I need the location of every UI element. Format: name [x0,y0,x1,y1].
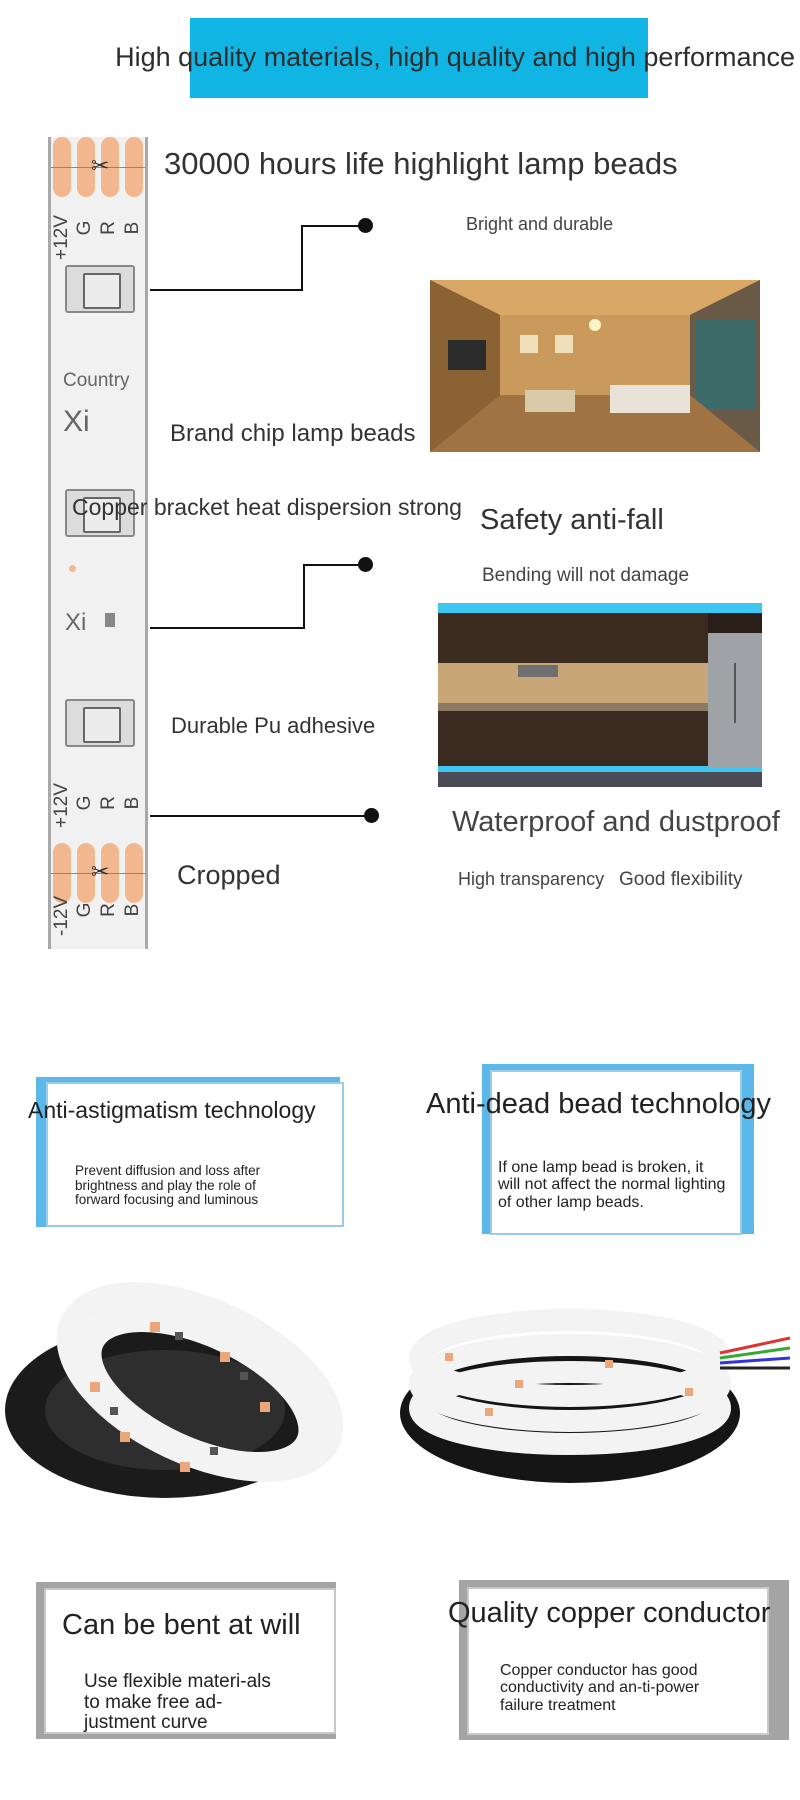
pin-label: G [74,902,95,918]
feature-bending: Bending will not damage [482,565,690,586]
brand-mark: Xi [65,609,87,636]
connector-dot [364,808,379,823]
card-body: Copper conductor has good conductivity a… [500,1662,700,1714]
feature-transparency: High transparency [458,869,605,889]
pin-label: R [98,221,119,235]
card-body: Use flexible materi-als to make free ad-… [84,1671,271,1734]
bedroom-illustration [430,280,760,452]
scissors-icon: ✂ [91,859,110,884]
pin-label: R [98,903,119,917]
kitchen-photo [438,603,762,787]
led-chip [65,489,135,537]
brand-mark: Xi [63,405,90,438]
led-reel-image-left [0,1262,375,1507]
feature-cropped: Cropped [177,860,281,890]
page-title: High quality materials, high quality and… [115,42,795,72]
pin-label: G [74,220,95,236]
connector-line [150,289,302,291]
connector-line [301,225,303,291]
card-anti-dead-bead [490,1070,742,1235]
led-reel-image-right [385,1268,800,1503]
connector-line [150,627,304,629]
feature-flexibility: Good flexibility [619,869,743,890]
card-body: If one lamp bead is broken, it will not … [498,1159,726,1211]
card-title: Can be bent at will [62,1609,301,1641]
pin-label: B [122,796,143,810]
pin-label: B [122,903,143,917]
pin-label: B [122,221,143,235]
connector-line [303,564,305,629]
connector-dot [358,218,373,233]
card-anti-astigmatism [46,1082,344,1227]
feature-bright-durable: Bright and durable [466,214,614,234]
header-accent-bar [190,18,648,98]
pin-label: -12V [51,895,72,936]
feature-brand-chip: Brand chip lamp beads [170,420,416,447]
connector-line [303,564,365,566]
feature-safety: Safety anti-fall [480,504,664,536]
feature-lamp-life: 30000 hours life highlight lamp beads [164,146,678,181]
cut-line [51,873,145,874]
feature-waterproof: Waterproof and dustproof [452,806,780,838]
card-title: Anti-astigmatism technology [28,1097,316,1123]
pin-label: R [98,796,119,810]
feature-adhesive: Durable Pu adhesive [171,713,376,738]
reel-illustration [400,1309,791,1483]
connector-dot [358,557,373,572]
pin-label: +12V [51,783,72,828]
led-strip-illustration: ✂ +12V G R B Country Xi Xi +12V G R B ✂ … [48,137,148,949]
scissors-icon: ✂ [91,153,110,178]
card-body: Prevent diffusion and loss after brightn… [75,1163,261,1208]
reel-illustration [5,1282,344,1498]
card-title: Quality copper conductor [448,1597,771,1629]
resistor [105,613,115,627]
card-copper-conductor [467,1587,769,1735]
led-chip [65,699,135,747]
kitchen-illustration [438,603,762,787]
pin-label: G [74,795,95,811]
resistor-dot [69,565,76,572]
card-title: Anti-dead bead technology [426,1088,772,1120]
bedroom-photo [430,280,760,452]
card-bent-at-will [44,1588,336,1734]
country-label: Country [63,370,130,391]
cut-line [51,167,145,168]
connector-line [301,225,365,227]
feature-copper-bracket: Copper bracket heat dispersion strong [72,494,462,520]
led-chip [65,265,135,313]
pin-label: +12V [51,215,72,260]
connector-line [150,815,370,817]
